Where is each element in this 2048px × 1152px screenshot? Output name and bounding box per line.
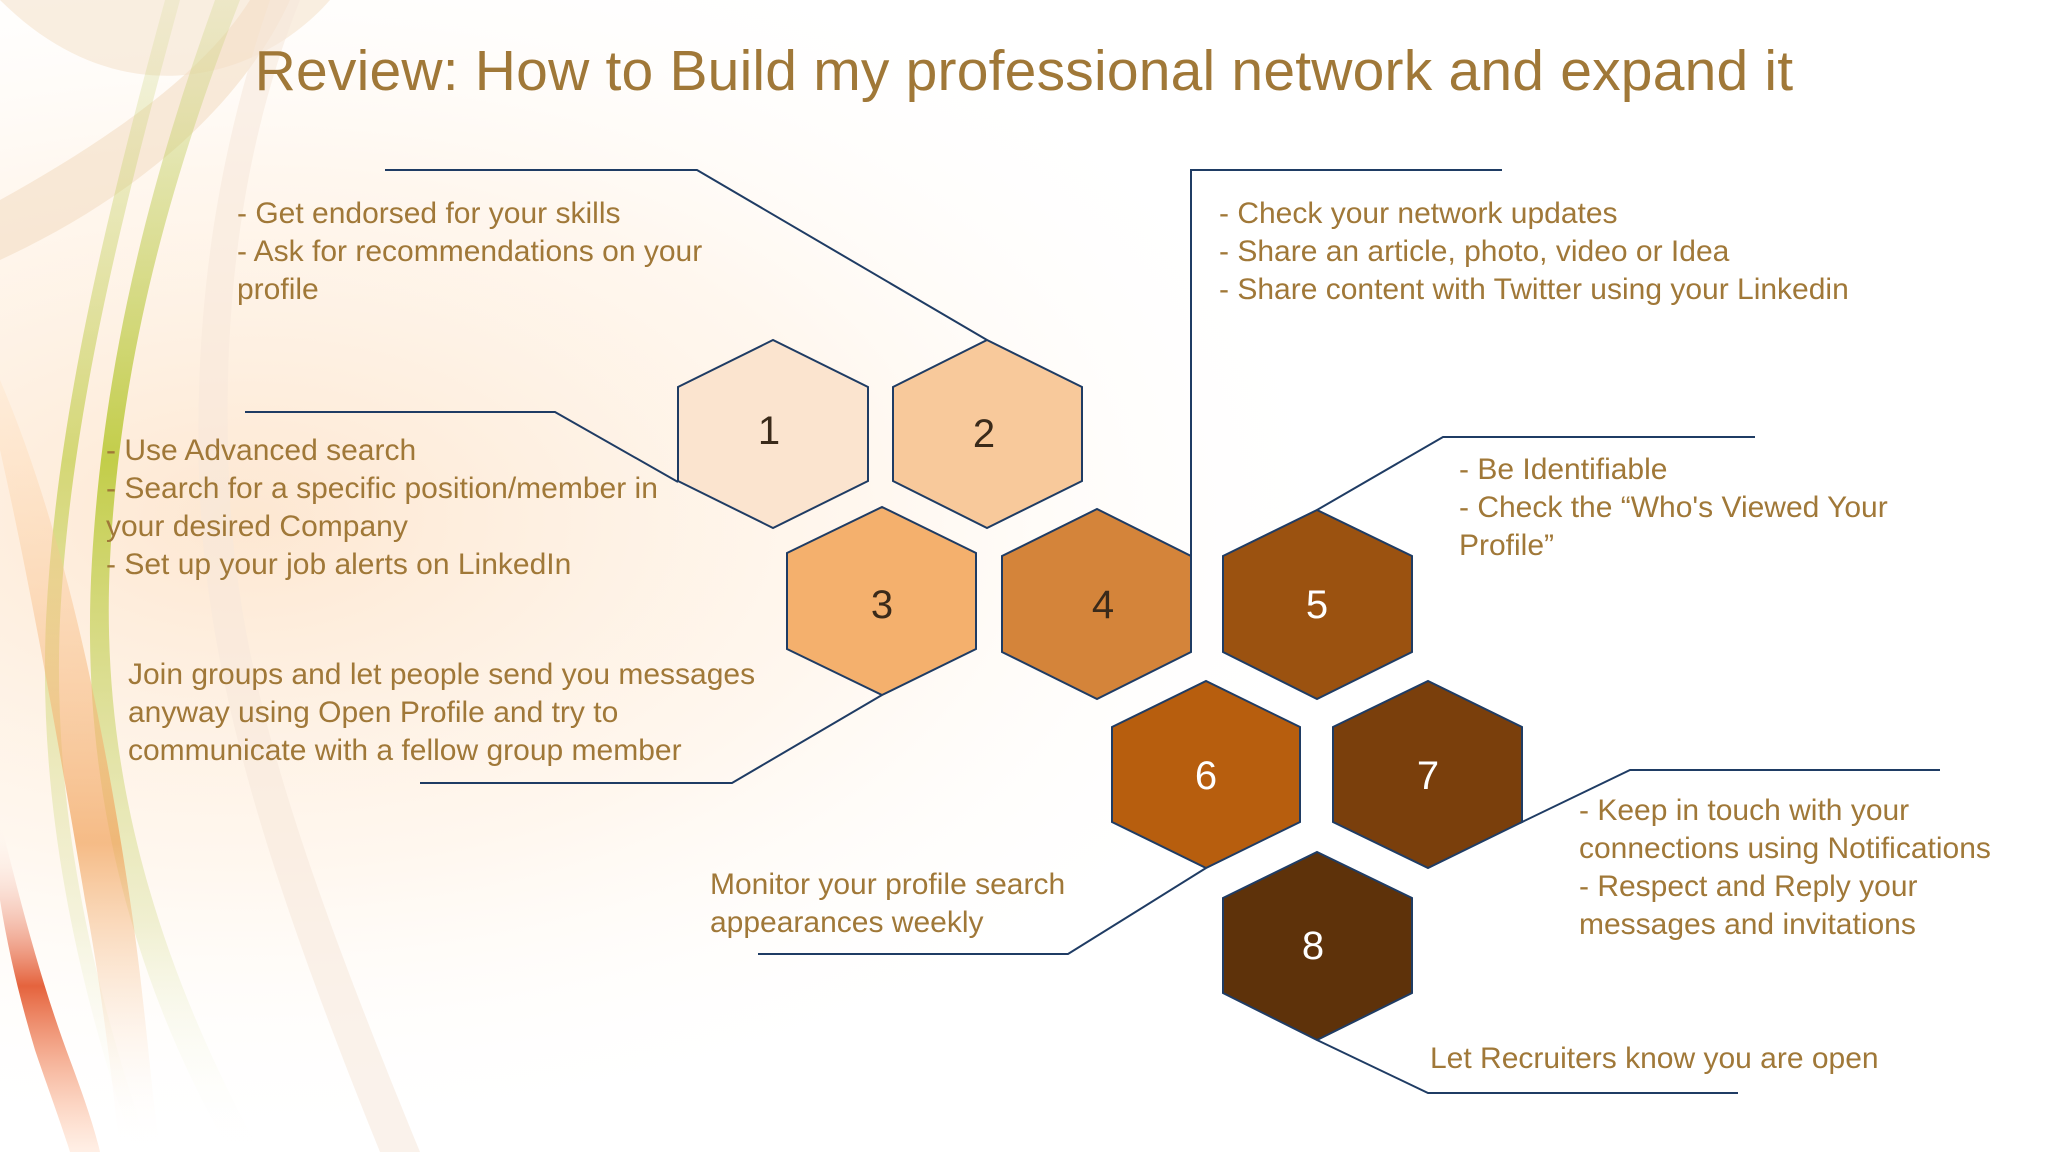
hexagon-2: 2 [892, 338, 1083, 530]
hexagon-3-number: 3 [871, 583, 893, 627]
hexagon-6-shape [1111, 679, 1301, 870]
connector-line-hex3 [420, 694, 883, 784]
connector-line-hex7 [1519, 769, 1940, 824]
slide-title: Review: How to Build my professional net… [254, 39, 1794, 103]
note-hex2: - Get endorsed for your skills - Ask for… [237, 197, 703, 306]
hexagon-6: 6 [1111, 679, 1301, 870]
hexagon-4: 4 [1001, 507, 1192, 701]
hexagon-3-shape [786, 505, 977, 697]
note-hex8: Let Recruiters know you are open [1430, 1042, 1879, 1075]
connector-line-hex5 [1316, 436, 1755, 511]
connector-line-hex2 [385, 169, 988, 341]
hexagon-3: 3 [786, 505, 977, 697]
hexagon-7-shape [1332, 679, 1523, 870]
connector-line-hex8 [1316, 1039, 1738, 1094]
note-hex7: - Keep in touch with your connections us… [1579, 794, 1991, 941]
hexagon-2-shape [892, 338, 1083, 530]
hexagon-7-number: 7 [1417, 754, 1439, 798]
hexagon-4-number: 4 [1092, 583, 1114, 627]
hexagon-1: 1 [677, 338, 869, 530]
hexagon-5: 5 [1222, 508, 1413, 701]
note-hex4: - Check your network updates - Share an … [1219, 197, 1849, 306]
hexagon-5-number: 5 [1306, 583, 1328, 627]
hexagon-7: 7 [1332, 679, 1523, 870]
note-hex5: - Be Identifiable - Check the “Who's Vie… [1459, 453, 1888, 562]
note-hex6: Monitor your profile search appearances … [710, 868, 1066, 939]
hexagon-4-shape [1001, 507, 1192, 701]
connector-line-hex4 [1190, 169, 1502, 560]
note-hex1: - Use Advanced search - Search for a spe… [106, 434, 658, 581]
connector-line-hex6 [758, 867, 1207, 955]
hexagon-1-number: 1 [758, 409, 780, 453]
hexagon-8-number: 8 [1302, 924, 1324, 968]
connector-line-hex1 [245, 411, 679, 483]
hexagon-8: 8 [1222, 850, 1413, 1042]
note-hex3: Join groups and let people send you mess… [128, 658, 756, 767]
hexagon-6-number: 6 [1195, 754, 1217, 798]
hexagon-8-shape [1222, 850, 1413, 1042]
hexagon-5-shape [1222, 508, 1413, 701]
hexagon-1-shape [677, 338, 869, 530]
hexagon-2-number: 2 [973, 412, 995, 456]
